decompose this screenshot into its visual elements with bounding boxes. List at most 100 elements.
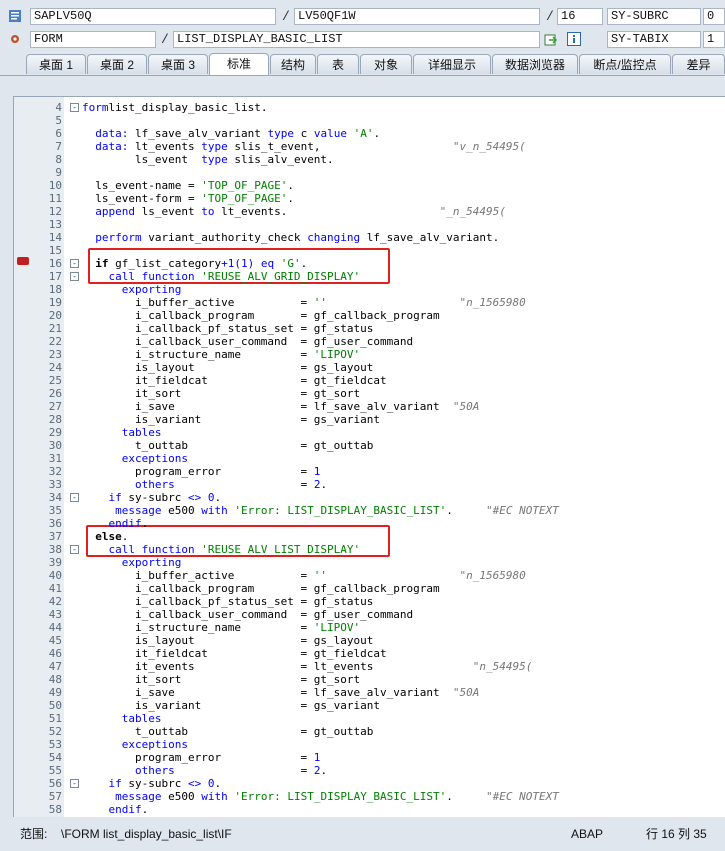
code-line[interactable]: 46 it_fieldcat = gt_fieldcat [14,647,725,660]
line-number: 15 [48,244,62,257]
code-line[interactable]: 37 else. [14,530,725,543]
code-line[interactable]: 42 i_callback_pf_status_set = gf_status [14,595,725,608]
code-line[interactable]: 10 ls_event-name = 'TOP_OF_PAGE'. [14,179,725,192]
code-line[interactable]: 26 it_sort = gt_sort [14,387,725,400]
code-line[interactable]: 53 exceptions [14,738,725,751]
code-line[interactable]: 32 program_error = 1 [14,465,725,478]
code-line[interactable]: 45 is_layout = gs_layout [14,634,725,647]
code-line[interactable]: 13 [14,218,725,231]
code-line[interactable]: 25 it_fieldcat = gt_fieldcat [14,374,725,387]
tab-diff[interactable]: 差异 [672,54,725,74]
code-line[interactable]: 19 i_buffer_active = '' "n_1565980 [14,296,725,309]
tab-table[interactable]: 表 [317,54,359,74]
code-line[interactable]: 7 data: lt_events type slis_t_event, "v_… [14,140,725,153]
routine-field[interactable]: LIST_DISPLAY_BASIC_LIST [173,31,540,48]
code-line[interactable]: 56- if sy-subrc <> 0. [14,777,725,790]
fold-toggle-icon[interactable]: - [70,272,79,281]
code-line[interactable]: 58 endif. [14,803,725,816]
code-line[interactable]: 47 it_events = lt_events "n_54495( [14,660,725,673]
code-line[interactable]: 24 is_layout = gs_layout [14,361,725,374]
fold-toggle-icon[interactable]: - [70,259,79,268]
code-line[interactable]: 18 exporting [14,283,725,296]
code-line[interactable]: 48 it_sort = gt_sort [14,673,725,686]
include-field[interactable]: LV50QF1W [294,8,540,25]
code-line[interactable]: 57 message e500 with 'Error: LIST_DISPLA… [14,790,725,803]
code-line[interactable]: 9 [14,166,725,179]
variable-name-field[interactable]: SY-TABIX [607,31,701,48]
code-line[interactable]: 22 i_callback_user_command = gf_user_com… [14,335,725,348]
type-field[interactable]: FORM [30,31,156,48]
tab-details[interactable]: 详细显示 [413,54,491,74]
tab-structure[interactable]: 结构 [270,54,316,74]
line-number: 20 [48,309,62,322]
line-number: 51 [48,712,62,725]
code-line[interactable]: 51 tables [14,712,725,725]
code-line[interactable]: 17- call function 'REUSE_ALV_GRID_DISPLA… [14,270,725,283]
code-line[interactable]: 15 [14,244,725,257]
tab-desktop-2[interactable]: 桌面 2 [87,54,147,74]
line-number: 46 [48,647,62,660]
tab-standard[interactable]: 标准 [209,53,269,75]
code-line[interactable]: 8 ls_event type slis_alv_event. [14,153,725,166]
code-line[interactable]: 41 i_callback_program = gf_callback_prog… [14,582,725,595]
code-line[interactable]: 55 others = 2. [14,764,725,777]
variable-value-field[interactable]: 0 [703,8,725,25]
program-field[interactable]: SAPLV50Q [30,8,276,25]
code-text: tables [121,712,162,725]
code-text: else. [95,530,129,543]
code-line[interactable]: 5 [14,114,725,127]
fold-toggle-icon[interactable]: - [70,545,79,554]
variable-name-field[interactable]: SY-SUBRC [607,8,701,25]
code-line[interactable]: 12 append ls_event to lt_events. "_n_544… [14,205,725,218]
tab-breakpoints[interactable]: 断点/监控点 [579,54,671,74]
code-line[interactable]: 31 exceptions [14,452,725,465]
tab-desktop-1[interactable]: 桌面 1 [26,54,86,74]
tab-desktop-3[interactable]: 桌面 3 [148,54,208,74]
line-number: 24 [48,361,62,374]
line-number-field[interactable]: 16 [557,8,603,25]
variable-value-field[interactable]: 1 [703,31,725,48]
code-line[interactable]: 33 others = 2. [14,478,725,491]
code-line[interactable]: 34- if sy-subrc <> 0. [14,491,725,504]
code-line[interactable]: 52 t_outtab = gt_outtab [14,725,725,738]
code-line[interactable]: 39 exporting [14,556,725,569]
code-line[interactable]: 16- if gf_list_category+1(1) eq 'G'. [14,257,725,270]
code-line[interactable]: 6 data: lf_save_alv_variant type c value… [14,127,725,140]
code-line[interactable]: 4-formlist_display_basic_list. [14,101,725,114]
code-line[interactable]: 11 ls_event-form = 'TOP_OF_PAGE'. [14,192,725,205]
code-line[interactable]: 29 tables [14,426,725,439]
highlight-box-list-display [86,525,390,557]
code-text: is_variant = gs_variant [82,699,381,712]
code-line[interactable]: 50 is_variant = gs_variant [14,699,725,712]
export-icon[interactable] [544,33,558,47]
code-line[interactable]: 28 is_variant = gs_variant [14,413,725,426]
info-icon[interactable] [567,32,581,46]
code-line[interactable]: 23 i_structure_name = 'LIPOV' [14,348,725,361]
fold-toggle-icon[interactable]: - [70,779,79,788]
code-line[interactable]: 14 perform variant_authority_check chang… [14,231,725,244]
current-line-marker[interactable] [17,257,29,265]
code-text: endif. [82,816,135,817]
code-line[interactable]: 44 i_structure_name = 'LIPOV' [14,621,725,634]
code-line[interactable]: 40 i_buffer_active = '' "n_1565980 [14,569,725,582]
separator-slash: / [161,32,169,47]
code-line[interactable]: 54 program_error = 1 [14,751,725,764]
code-line[interactable]: 59 endif. [14,816,725,817]
header-row-program: SAPLV50Q / LV50QF1W / 16 SY-SUBRC 0 [0,6,725,28]
code-line[interactable]: 21 i_callback_pf_status_set = gf_status [14,322,725,335]
code-line[interactable]: 20 i_callback_program = gf_callback_prog… [14,309,725,322]
code-line[interactable]: 35 message e500 with 'Error: LIST_DISPLA… [14,504,725,517]
code-text: tables [121,426,162,439]
tab-objects[interactable]: 对象 [360,54,412,74]
code-line[interactable]: 36 endif. [14,517,725,530]
tab-data-explorer[interactable]: 数据浏览器 [492,54,578,74]
code-line[interactable]: 38- call function 'REUSE_ALV_LIST_DISPLA… [14,543,725,556]
code-line[interactable]: 49 i_save = lf_save_alv_variant "50A [14,686,725,699]
fold-toggle-icon[interactable]: - [70,103,79,112]
fold-toggle-icon[interactable]: - [70,493,79,502]
code-line[interactable]: 27 i_save = lf_save_alv_variant "50A [14,400,725,413]
code-line[interactable]: 30 t_outtab = gt_outtab [14,439,725,452]
code-line[interactable]: 43 i_callback_user_command = gf_user_com… [14,608,725,621]
line-number: 55 [48,764,62,777]
